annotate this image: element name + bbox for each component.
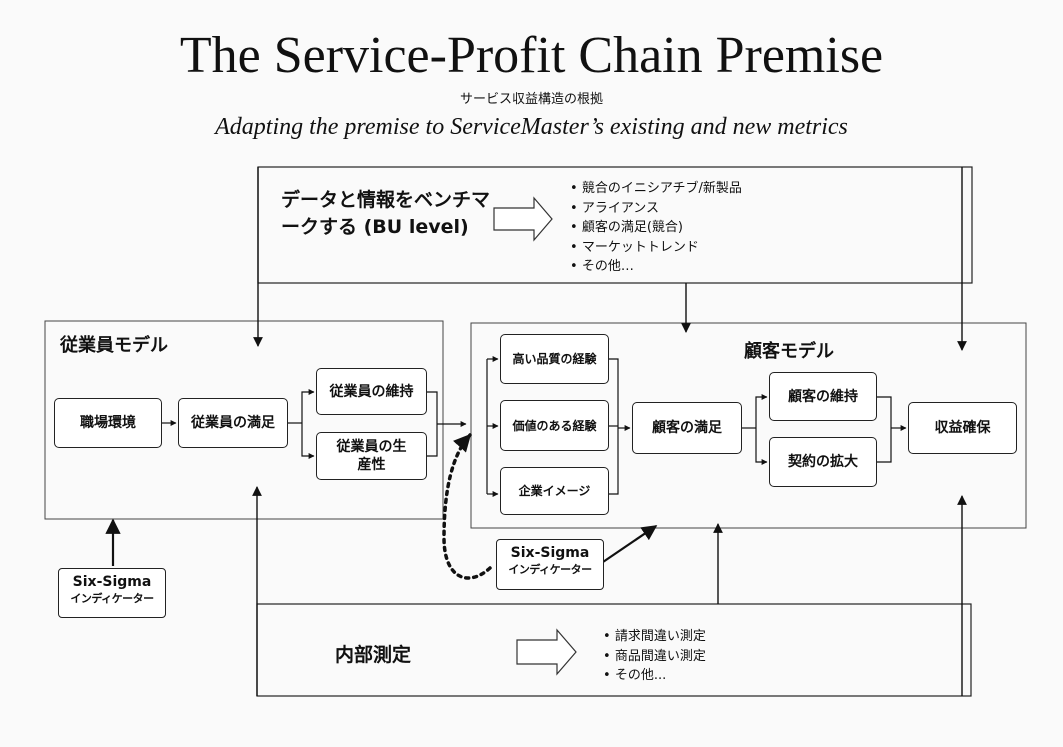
productivity-join (427, 424, 438, 457)
employee-satisfaction-box: 従業員の満足 (178, 398, 288, 448)
subtitle-english: Adapting the premise to ServiceMaster’s … (215, 114, 848, 140)
indicator-subtitle: インディケーター (70, 592, 154, 605)
benchmark-list: 競合のイニシアチブ/新製品 アライアンス 顧客の満足(競合) マーケットトレンド… (570, 179, 742, 277)
contract-join (877, 428, 892, 463)
sixsigma-indicator-middle: Six-Sigma インディケーター (496, 539, 604, 590)
employee-productivity-box: 従業員の生産性 (316, 432, 427, 480)
benchmark-hollow-arrow (493, 196, 553, 242)
sixsigma-indicator-left: Six-Sigma インディケーター (58, 568, 166, 618)
indicator-title: Six-Sigma (72, 574, 152, 590)
list-item: マーケットトレンド (570, 238, 742, 258)
list-item: 顧客の満足(競合) (570, 218, 742, 238)
sixsigma-dotted-arrow (442, 433, 492, 580)
branch-to-customer-retention-arrow (755, 394, 768, 428)
list-item: 商品間違い測定 (603, 647, 706, 667)
list-item: アライアンス (570, 199, 742, 219)
quality-experience-box: 高い品質の経験 (500, 334, 609, 384)
page-title: The Service-Profit Chain Premise (179, 27, 884, 84)
customer-retention-box: 顧客の維持 (769, 372, 877, 421)
benchmark-label: データと情報をベンチマークする (BU level) (281, 189, 491, 238)
value-experience-box: 価値のある経験 (500, 400, 609, 451)
internal-hollow-arrow (516, 628, 577, 676)
customer-model-frame (470, 322, 1027, 529)
employee-model-label: 従業員モデル (60, 335, 168, 356)
list-item: その他… (570, 257, 742, 277)
sixsigma-middle-arrow (602, 525, 658, 563)
customer-satisfaction-box: 顧客の満足 (632, 402, 742, 454)
branch-to-productivity-arrow (301, 423, 315, 459)
branch-to-retention-arrow (301, 389, 315, 423)
indicator-subtitle: インディケーター (508, 563, 592, 576)
retention-join (427, 391, 438, 424)
customer-retention-join (877, 396, 892, 428)
workplace-box: 職場環境 (54, 398, 162, 448)
employee-model-frame (44, 320, 444, 520)
profit-box: 収益確保 (908, 402, 1017, 454)
internal-label: 内部測定 (335, 644, 412, 666)
subtitle-japanese: サービス収益構造の根拠 (459, 92, 603, 107)
list-item: 請求間違い測定 (603, 627, 706, 647)
indicator-title: Six-Sigma (510, 545, 590, 561)
customer-model-label: 顧客モデル (744, 341, 834, 362)
list-item: 競合のイニシアチブ/新製品 (570, 179, 742, 199)
branch-to-contract-arrow (755, 428, 768, 465)
corporate-image-box: 企業イメージ (500, 467, 609, 515)
employee-retention-box: 従業員の維持 (316, 368, 427, 415)
list-item: その他... (603, 666, 706, 686)
contract-expansion-box: 契約の拡大 (769, 437, 877, 487)
internal-list: 請求間違い測定 商品間違い測定 その他... (603, 627, 706, 686)
